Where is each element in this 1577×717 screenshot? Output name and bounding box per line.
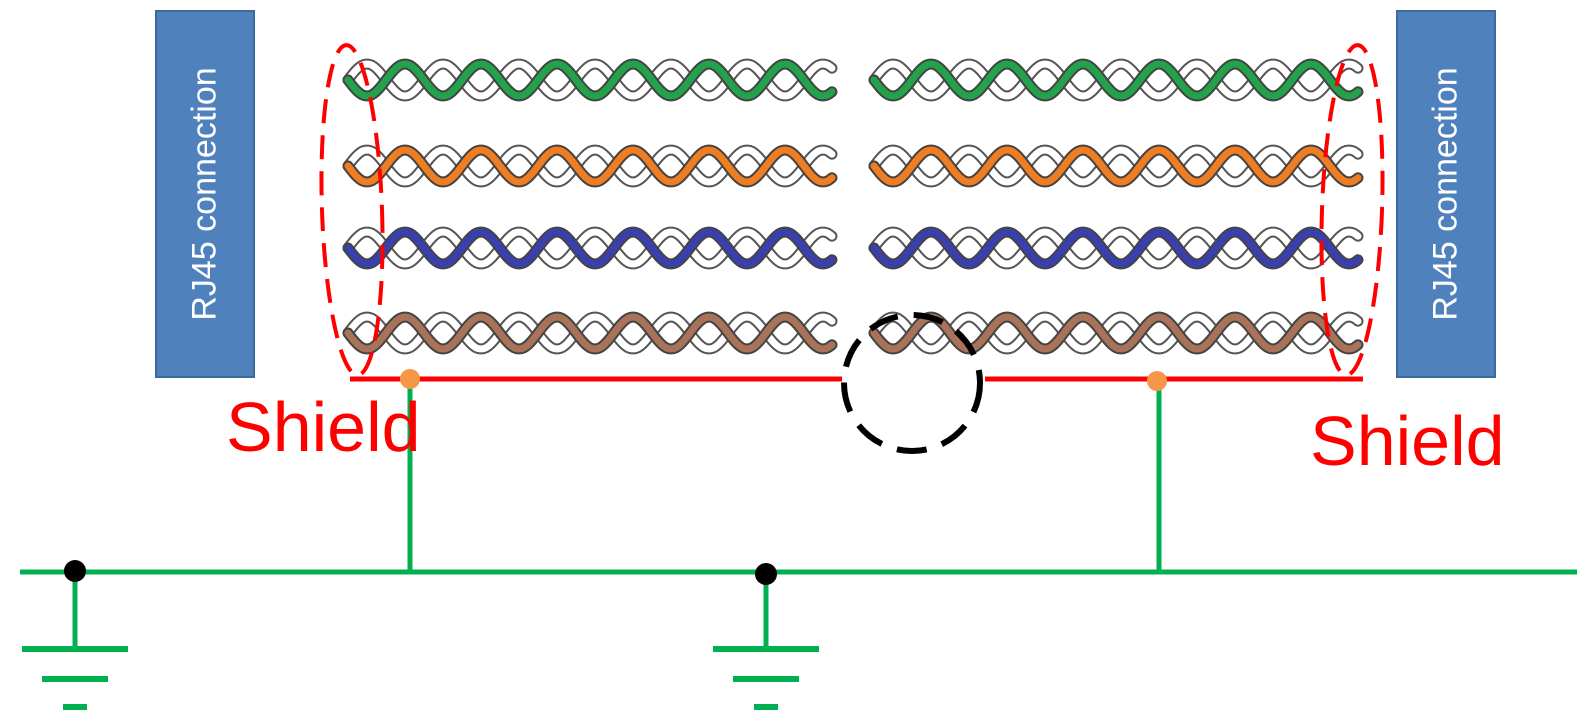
shield-termination-right-outline [1319,43,1385,377]
shield-break-marker [841,312,983,454]
wire-pair-blue-left-color-strand [344,228,836,268]
wire-pair-blue-right-color-strand [870,228,1362,268]
shield-tap-left [400,369,420,389]
wire-pair-blue-left-white-strand [344,228,836,268]
shield-tap-right [1147,371,1167,391]
wire-pair-green-right-white-strand [870,60,1362,100]
ground-junction-center [755,563,777,585]
shield-label-right: Shield [1310,402,1505,480]
wire-pair-blue-right-white-strand [870,228,1362,268]
wire-pair-orange-right-white-strand [870,146,1362,186]
rj45-connector-right: RJ45 connection [1396,10,1496,378]
wire-pair-brown-right-color-strand [870,313,1362,353]
wire-pair-orange-left-white-strand [344,146,836,186]
wire-pair-orange-left-color-strand [344,146,836,186]
shield-termination-left-outline [319,43,385,377]
rj45-connector-left: RJ45 connection [155,10,255,378]
wire-pair-green-right-color-strand [870,60,1362,100]
wire-pair-brown-left-color-strand [344,313,836,353]
shield-label-left: Shield [226,388,421,466]
wire-pair-orange-right-color-strand [870,146,1362,186]
wire-pair-green-left-white-strand [344,60,836,100]
wire-pair-green-left-color-strand [344,60,836,100]
wire-pair-brown-left-white-strand [344,313,836,353]
ground-junction-left [64,560,86,582]
wire-pair-brown-right-white-strand [870,313,1362,353]
